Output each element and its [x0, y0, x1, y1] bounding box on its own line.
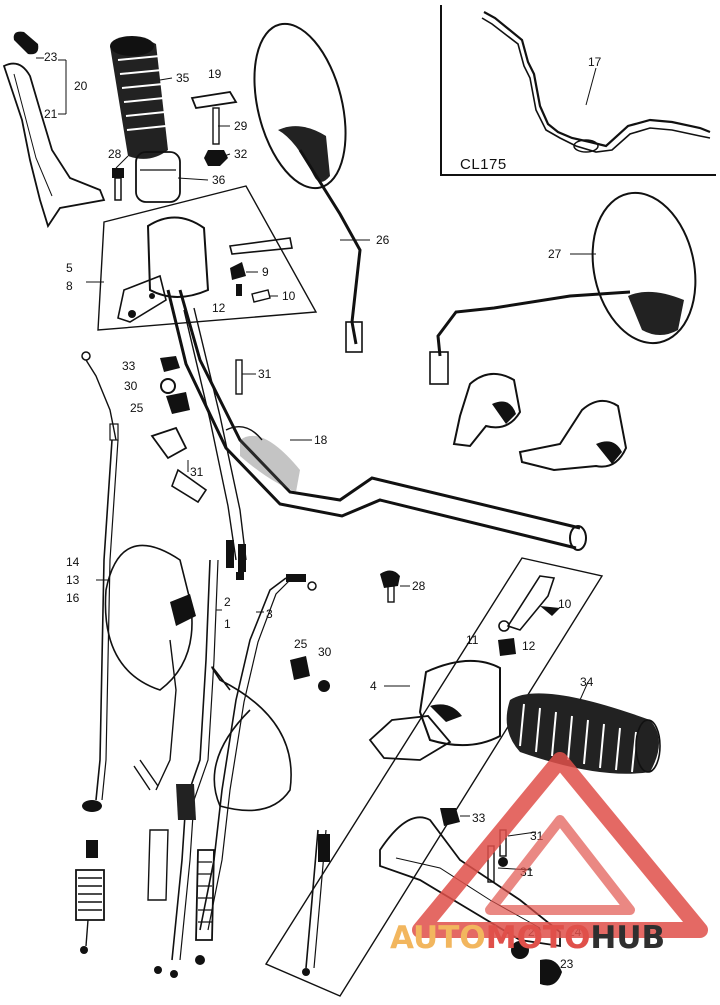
- inset-title: CL175: [460, 156, 507, 173]
- callout-18: 18: [314, 433, 328, 447]
- callout-17: 17: [588, 55, 602, 69]
- callout-labels: 23 20 21 35 19 29 32 28 36 17 26 27 5 8 …: [44, 50, 602, 971]
- mirror-right: [429, 191, 697, 385]
- callout-10b: 10: [558, 597, 572, 611]
- cable-front-brake: [195, 574, 317, 965]
- callout-5: 5: [66, 261, 73, 275]
- callout-33b: 33: [472, 811, 486, 825]
- cable-clutch: [75, 351, 119, 954]
- mirror-left: [253, 22, 363, 353]
- handlebar-clamps: [452, 373, 628, 472]
- callout-34: 34: [580, 675, 594, 689]
- svg-text:AUTOMOTOHUB: AUTOMOTOHUB: [390, 920, 665, 956]
- small-parts-left: [150, 307, 247, 580]
- left-lever-assembly: [2, 31, 124, 229]
- callout-9: 9: [262, 265, 269, 279]
- callout-20: 20: [74, 79, 88, 93]
- callout-28b: 28: [412, 579, 426, 593]
- inset-cl175: CL175: [440, 5, 716, 176]
- callout-36: 36: [212, 173, 226, 187]
- front-brake-lever: [379, 808, 562, 986]
- callout-31b: 31: [190, 465, 204, 479]
- callout-11: 11: [466, 633, 479, 647]
- watermark-hub: HUB: [590, 920, 665, 956]
- cable-throttle: [147, 559, 292, 978]
- callout-25b: 25: [294, 637, 308, 651]
- right-grip: [506, 693, 661, 774]
- callout-21: 21: [44, 107, 58, 121]
- callout-27: 27: [548, 247, 562, 261]
- callout-29: 29: [234, 119, 248, 133]
- callout-14: 14: [66, 555, 80, 569]
- callout-3: 3: [266, 607, 273, 621]
- callout-30: 30: [124, 379, 138, 393]
- callout-13: 13: [66, 573, 80, 587]
- callout-1: 1: [224, 617, 231, 631]
- callout-12b: 12: [522, 639, 536, 653]
- callout-32: 32: [234, 147, 248, 161]
- watermark-auto: AUTO: [390, 920, 486, 956]
- callout-25: 25: [130, 401, 144, 415]
- throttle-grip: [110, 36, 238, 203]
- handlebar: [166, 289, 587, 551]
- callout-10: 10: [282, 289, 296, 303]
- watermark-logo: AUTOMOTOHUB: [390, 752, 708, 956]
- callout-19: 19: [208, 67, 222, 81]
- callout-16: 16: [66, 591, 80, 605]
- callout-26: 26: [376, 233, 390, 247]
- callout-4: 4: [370, 679, 377, 693]
- callout-12: 12: [212, 301, 226, 315]
- right-lever-box: [264, 557, 604, 997]
- callout-2: 2: [224, 595, 231, 609]
- left-switch-box: [97, 185, 318, 331]
- callout-33: 33: [122, 359, 136, 373]
- watermark-moto: MOTO: [486, 920, 591, 956]
- cable-loop-wire: [104, 544, 196, 791]
- callout-23: 23: [44, 50, 58, 64]
- callout-23b: 23: [560, 957, 574, 971]
- callout-30b: 30: [318, 645, 332, 659]
- callout-31: 31: [258, 367, 272, 381]
- callout-28: 28: [108, 147, 122, 161]
- callout-35: 35: [176, 71, 190, 85]
- callout-8: 8: [66, 279, 73, 293]
